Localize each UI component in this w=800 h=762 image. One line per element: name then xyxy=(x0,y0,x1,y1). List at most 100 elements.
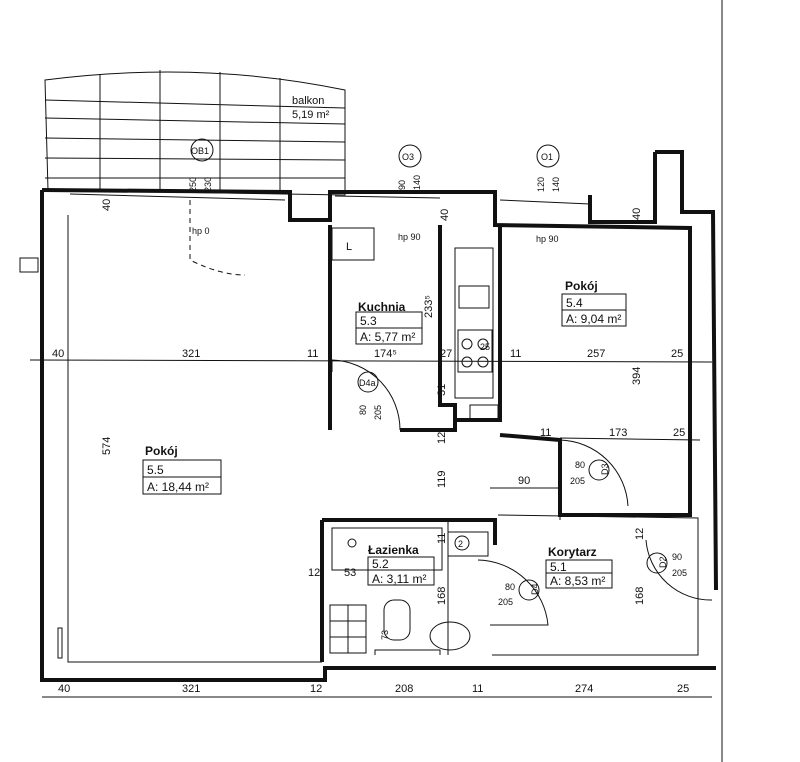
svg-text:Kuchnia: Kuchnia xyxy=(358,300,406,314)
svg-text:205: 205 xyxy=(570,476,585,486)
svg-text:D2: D2 xyxy=(658,556,668,568)
svg-text:274: 274 xyxy=(575,683,593,695)
svg-text:11: 11 xyxy=(472,683,483,695)
svg-text:90: 90 xyxy=(518,475,530,487)
svg-text:Korytarz: Korytarz xyxy=(548,545,597,559)
balcony-area: 5,19 m² xyxy=(292,109,330,121)
svg-text:394: 394 xyxy=(631,367,643,385)
svg-text:80: 80 xyxy=(575,460,585,470)
room-bedroom-5-4: Pokój 5.4 A: 9,04 m² xyxy=(561,279,627,327)
svg-text:80: 80 xyxy=(505,582,515,592)
radiator-icon xyxy=(19,257,39,273)
svg-text:208: 208 xyxy=(395,683,413,695)
vertical-dimensions: 574 233⁵ 394 119 168 168 31 12 11 12 40 … xyxy=(101,199,646,605)
boiler-icon xyxy=(447,531,489,557)
svg-text:D3: D3 xyxy=(600,463,610,475)
svg-text:25: 25 xyxy=(673,427,685,439)
svg-text:90: 90 xyxy=(397,180,407,190)
room-hallway-5-1: Korytarz 5.1 A: 8,53 m² xyxy=(545,545,613,589)
balcony-label: balkon xyxy=(292,95,324,107)
svg-text:257: 257 xyxy=(587,348,605,360)
svg-text:12: 12 xyxy=(634,528,646,540)
window-O1: O1 120 140 hp 90 xyxy=(536,144,561,244)
stove-icon xyxy=(457,329,493,373)
fridge-icon xyxy=(331,227,375,261)
room-living-5-5: Pokój 5.5 A: 18,44 m² xyxy=(142,444,222,495)
svg-text:233⁵: 233⁵ xyxy=(423,295,435,318)
svg-text:205: 205 xyxy=(498,597,513,607)
svg-text:250: 250 xyxy=(188,177,198,192)
wall-marker xyxy=(57,627,63,659)
sink-icon xyxy=(458,285,490,309)
svg-text:140: 140 xyxy=(551,177,561,192)
svg-text:40: 40 xyxy=(631,208,643,220)
svg-text:A: 8,53 m²: A: 8,53 m² xyxy=(550,574,605,588)
door-D2: D2 90 205 xyxy=(645,539,713,601)
svg-text:90: 90 xyxy=(672,552,682,562)
window-OB1: OB1 250 230 hp 0 xyxy=(188,138,214,236)
svg-text:hp 0: hp 0 xyxy=(192,226,210,236)
svg-text:25: 25 xyxy=(671,348,683,360)
svg-text:321: 321 xyxy=(182,683,200,695)
svg-text:230: 230 xyxy=(203,177,213,192)
svg-text:hp 90: hp 90 xyxy=(398,232,421,242)
tile-icon xyxy=(469,404,499,420)
svg-text:140: 140 xyxy=(412,175,422,190)
svg-text:120: 120 xyxy=(536,177,546,192)
svg-text:Łazienka: Łazienka xyxy=(368,543,419,557)
bathroom-fixtures: 2 73 xyxy=(329,527,489,654)
svg-text:11: 11 xyxy=(510,348,521,360)
svg-text:168: 168 xyxy=(436,587,448,605)
svg-text:40: 40 xyxy=(52,348,64,360)
door-D4a: D4a 80 205 xyxy=(331,359,401,431)
svg-text:12: 12 xyxy=(310,683,322,695)
balcony: balkon 5,19 m² xyxy=(44,70,346,196)
svg-text:5.2: 5.2 xyxy=(372,557,389,571)
svg-text:40: 40 xyxy=(439,209,451,221)
svg-text:A: 3,11 m²: A: 3,11 m² xyxy=(372,572,426,586)
svg-text:5.5: 5.5 xyxy=(147,463,164,477)
svg-text:2: 2 xyxy=(458,539,463,549)
svg-text:A: 18,44 m²: A: 18,44 m² xyxy=(147,480,209,494)
svg-text:31: 31 xyxy=(436,384,448,396)
svg-text:L: L xyxy=(346,241,352,253)
svg-text:574: 574 xyxy=(101,437,113,455)
svg-text:D4: D4 xyxy=(530,583,540,595)
svg-text:hp 90: hp 90 xyxy=(536,234,559,244)
svg-text:O3: O3 xyxy=(402,152,414,162)
kitchen-fixtures: L 25 xyxy=(331,227,499,420)
svg-text:Pokój: Pokój xyxy=(145,444,178,458)
svg-text:205: 205 xyxy=(373,405,383,420)
svg-text:OB1: OB1 xyxy=(191,146,209,156)
svg-text:12: 12 xyxy=(436,432,448,444)
svg-text:12: 12 xyxy=(308,567,320,579)
svg-text:73: 73 xyxy=(380,630,390,640)
svg-text:173: 173 xyxy=(609,427,627,439)
svg-text:205: 205 xyxy=(672,568,687,578)
facade-windows xyxy=(69,193,591,205)
svg-text:11: 11 xyxy=(540,427,551,439)
svg-text:O1: O1 xyxy=(541,152,553,162)
svg-text:119: 119 xyxy=(436,470,448,488)
svg-text:D4a: D4a xyxy=(359,378,376,388)
svg-text:25: 25 xyxy=(677,683,689,695)
svg-text:11: 11 xyxy=(307,348,318,360)
svg-text:53: 53 xyxy=(344,567,356,579)
svg-text:5.1: 5.1 xyxy=(550,560,567,574)
svg-text:40: 40 xyxy=(58,683,70,695)
door-D4: D4 80 205 xyxy=(477,559,549,626)
svg-text:80: 80 xyxy=(358,405,368,415)
svg-text:25: 25 xyxy=(480,342,490,352)
balcony-door-swing xyxy=(189,200,246,276)
room-kitchen-5-3: Kuchnia 5.3 A: 5,77 m² xyxy=(355,300,423,345)
svg-text:A: 9,04 m²: A: 9,04 m² xyxy=(566,312,621,326)
window-O3: O3 90 140 hp 90 xyxy=(397,144,422,242)
bottom-dimension-line: 40 321 12 208 11 274 25 xyxy=(42,683,712,698)
toilet-icon xyxy=(383,599,411,641)
kitchen-counter xyxy=(454,247,494,399)
mid-dimension-line: 40 321 11 174⁵ 27 11 257 25 xyxy=(29,348,713,363)
svg-text:27: 27 xyxy=(440,348,452,360)
svg-text:A: 5,77 m²: A: 5,77 m² xyxy=(360,330,415,344)
room-bathroom-5-2: Łazienka 5.2 A: 3,11 m² xyxy=(367,543,435,586)
